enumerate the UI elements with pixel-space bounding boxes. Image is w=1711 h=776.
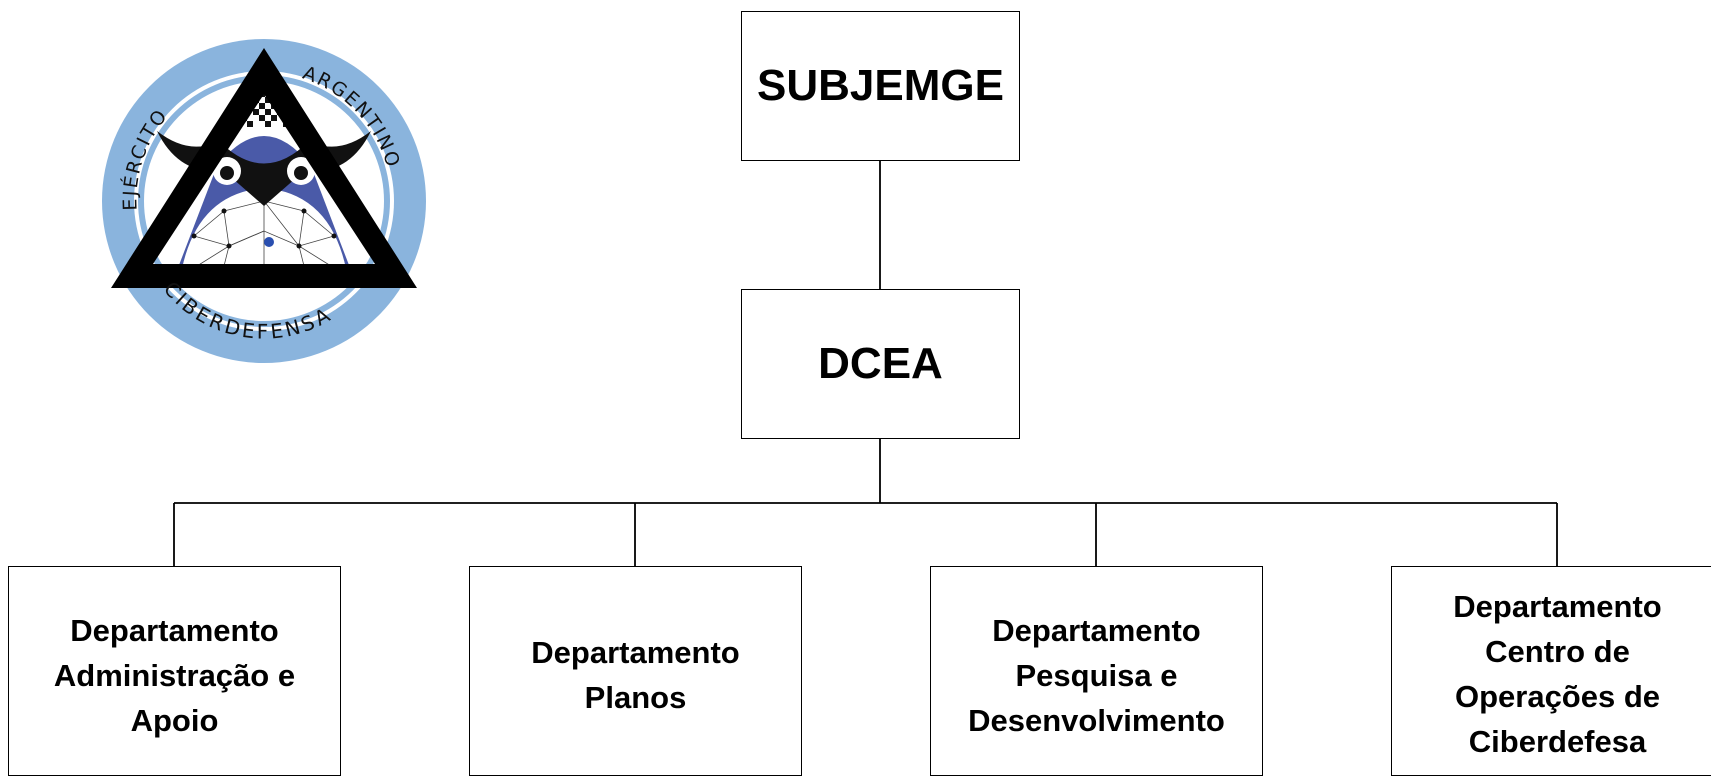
owl-eyes-icon (213, 157, 315, 185)
node-dept-pesquisa: Departamento Pesquisa e Desenvolvimento (930, 566, 1263, 776)
node-dcea: DCEA (741, 289, 1020, 439)
dept-line: Departamento (531, 635, 740, 670)
node-dept-operacoes: Departamento Centro de Operações de Cibe… (1391, 566, 1711, 776)
ciberdefensa-logo: EJÉRCITO ARGENTINO CIBERDEFENSA (102, 39, 426, 363)
node-dcea-label: DCEA (818, 339, 943, 388)
dept-line: Departamento (1453, 589, 1662, 624)
node-dept-administracao: Departamento Administração e Apoio (8, 566, 341, 776)
node-subjemge: SUBJEMGE (741, 11, 1020, 161)
node-subjemge-label: SUBJEMGE (757, 61, 1004, 110)
center-node-icon (264, 237, 274, 247)
dept-line: Desenvolvimento (968, 703, 1225, 738)
dept-line: Centro de (1485, 634, 1630, 669)
triangle-frame-icon (111, 48, 417, 288)
dept-line: Operações de (1454, 679, 1661, 714)
dept-line: Ciberdefesa (1468, 724, 1647, 759)
dept-line: Apoio (130, 703, 219, 738)
dept-line: Departamento (70, 613, 279, 648)
dept-line: Departamento (992, 613, 1201, 648)
dept-line: Planos (584, 680, 687, 715)
dept-line: Administração e (53, 658, 296, 693)
dept-line: Pesquisa e (1015, 658, 1178, 693)
node-dept-planos: Departamento Planos (469, 566, 802, 776)
